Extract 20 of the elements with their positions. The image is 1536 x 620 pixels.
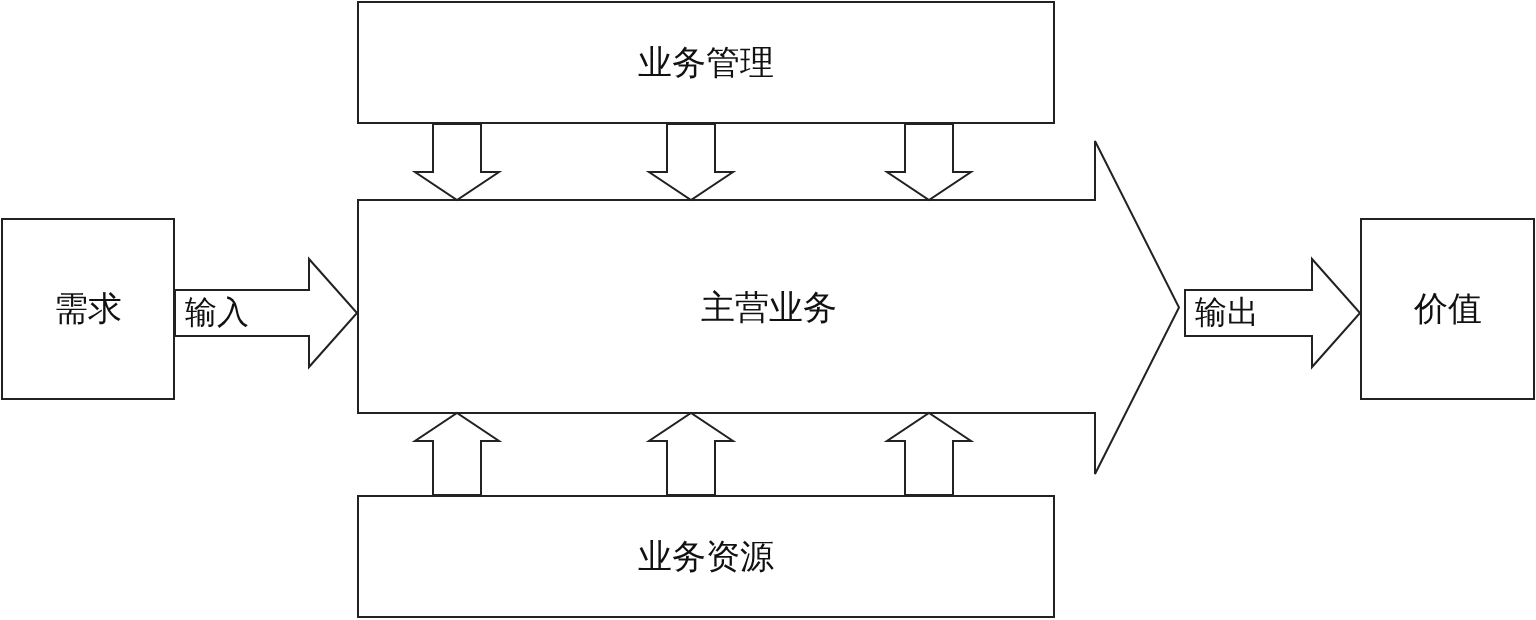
block-arrow: [645, 123, 737, 202]
node-label: 主营业务: [700, 287, 837, 328]
node-label: 价值: [1413, 289, 1482, 329]
process-box: [1, 218, 175, 400]
block-arrow: [1184, 256, 1362, 370]
edge-label: 输出: [1195, 293, 1259, 332]
node-label: 需求: [54, 289, 122, 329]
block-arrow: [883, 123, 975, 202]
process-box: [1360, 218, 1535, 400]
edge-label: 输入: [185, 293, 249, 332]
block-arrow: [411, 411, 503, 496]
process-box: [357, 1, 1055, 124]
block-arrow: [411, 123, 503, 202]
main-process-block: [357, 140, 1180, 475]
block-arrow: [883, 411, 975, 496]
block-arrow: [174, 256, 359, 370]
node-label: 业务管理: [638, 42, 774, 83]
block-arrow: [645, 411, 737, 496]
process-box: [357, 495, 1055, 618]
node-label: 业务资源: [638, 536, 774, 577]
